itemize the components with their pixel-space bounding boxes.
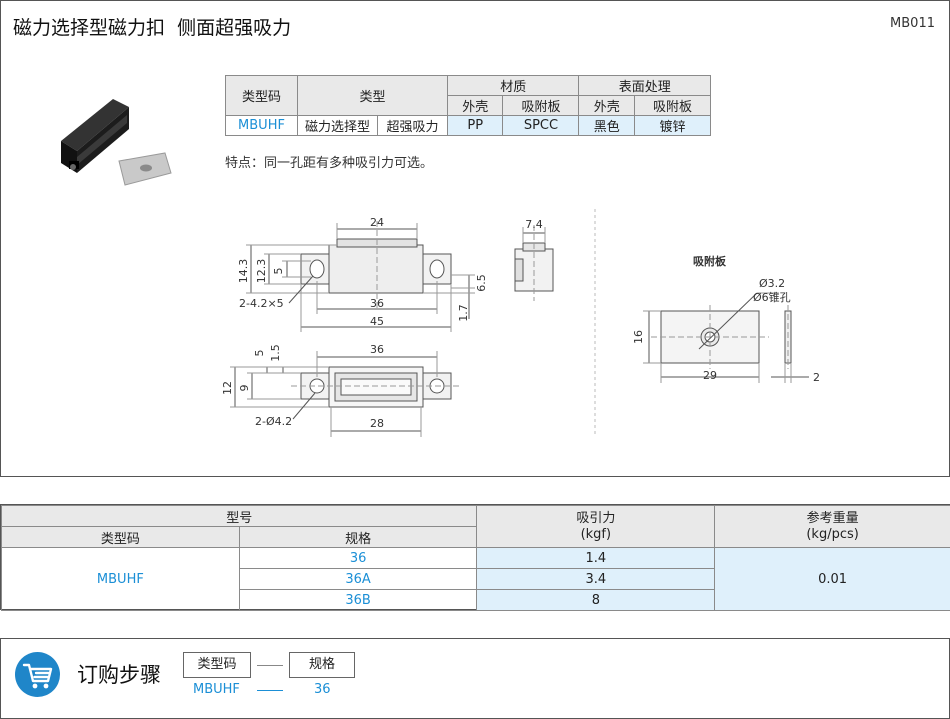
sel-spec-cell[interactable]: 36A (238, 568, 478, 590)
spec-sub-header: 外壳 (578, 95, 635, 116)
sel-weight-label: 参考重量 (806, 510, 859, 526)
plate-title: 吸附板 (693, 254, 727, 268)
dim-hole-top: 2-4.2×5 (239, 297, 284, 310)
dim-14-3: 14.3 (237, 259, 250, 284)
spec-header-code: 类型码 (225, 75, 298, 116)
product-code: MB011 (890, 16, 935, 31)
dim-12: 12 (221, 381, 234, 395)
dim-1-5: 1.5 (269, 344, 282, 362)
sel-force-cell: 1.4 (476, 547, 716, 569)
order-title: 订购步骤 (77, 663, 161, 687)
spec-material-cell: PP (446, 115, 504, 136)
sel-force-label: 吸引力 (576, 510, 616, 526)
spec-sub-header: 吸附板 (633, 95, 712, 116)
sel-weight-cell: 0.01 (714, 547, 950, 611)
sel-header-model: 型号 (0, 505, 478, 527)
spec-material-cell: SPCC (502, 115, 580, 136)
product-image (61, 99, 172, 186)
sel-header-spec: 规格 (238, 526, 478, 548)
sel-force-cell: 8 (476, 589, 716, 611)
spec-sub-header: 吸附板 (502, 95, 580, 116)
spec-surface-cell: 镀锌 (633, 115, 712, 136)
dim-36-bottom: 36 (370, 343, 384, 356)
sel-header-code: 类型码 (1, 526, 240, 548)
sel-force-cell: 3.4 (476, 568, 716, 590)
spec-header-type: 类型 (297, 75, 448, 116)
order-step-spec: 规格 (289, 652, 355, 678)
order-panel: 订购步骤 类型码 规格 MBUHF 36 (0, 638, 950, 719)
sel-spec-cell[interactable]: 36B (238, 589, 478, 611)
spec-surface-cell: 黑色 (578, 115, 635, 136)
sel-spec-cell[interactable]: 36 (238, 547, 478, 569)
dim-28: 28 (370, 417, 384, 430)
order-example-separator (257, 690, 283, 691)
dim-3-2: Ø3.2 (759, 277, 785, 290)
sel-code-cell: MBUHF (1, 547, 240, 611)
order-step-code: 类型码 (183, 652, 251, 678)
page-title: 磁力选择型磁力扣 侧面超强吸力 (13, 17, 292, 39)
selection-table: 型号 吸引力 (kgf) 参考重量 (kg/pcs) 类型码 规格 MBUHF … (0, 505, 950, 611)
spec-sub-header: 外壳 (446, 95, 504, 116)
dim-5-bottom: 5 (253, 350, 266, 357)
selection-panel: 型号 吸引力 (kgf) 参考重量 (kg/pcs) 类型码 规格 MBUHF … (0, 504, 950, 611)
dim-45: 45 (370, 315, 384, 328)
spec-type-cell: 超强吸力 (377, 115, 448, 136)
dim-2: 2 (813, 371, 820, 384)
sel-weight-unit: (kg/pcs) (806, 526, 859, 542)
product-panel: 磁力选择型磁力扣 侧面超强吸力 MB011 类型码 类型 材质 表面处理 外壳 … (0, 0, 950, 477)
spec-header-material: 材质 (446, 75, 580, 96)
dim-6-cone: Ø6锥孔 (753, 291, 791, 304)
feature-note: 特点：同一孔距有多种吸引力可选。 (225, 156, 434, 171)
dim-hole-bottom: 2-Ø4.2 (255, 415, 292, 428)
order-step-separator (257, 665, 283, 666)
dim-29: 29 (703, 369, 717, 382)
dim-6-5: 6.5 (475, 274, 488, 292)
sel-header-force: 吸引力 (kgf) (476, 505, 716, 548)
cart-icon (15, 652, 60, 697)
dim-7-4: 7.4 (525, 218, 543, 231)
dim-5: 5 (272, 268, 285, 275)
order-example-code: MBUHF (193, 682, 240, 697)
top-view-body (328, 244, 424, 294)
order-example-spec: 36 (314, 682, 331, 697)
sel-force-unit: (kgf) (580, 526, 612, 542)
technical-drawing: 24 14.3 12.3 5 2-4.2×5 36 45 6.5 1.7 7.4… (221, 209, 820, 437)
spec-code-cell: MBUHF (225, 115, 298, 136)
dim-36: 36 (370, 297, 384, 310)
dim-9: 9 (238, 385, 251, 392)
spec-table: 类型码 类型 材质 表面处理 外壳 吸附板 外壳 吸附板 MBUHF 磁力选择型… (225, 75, 712, 136)
dim-12-3: 12.3 (255, 259, 268, 284)
sel-header-weight: 参考重量 (kg/pcs) (714, 505, 950, 548)
dim-24: 24 (370, 216, 384, 229)
spec-header-surface: 表面处理 (578, 75, 711, 96)
dim-16: 16 (632, 330, 645, 344)
dim-1-7: 1.7 (457, 304, 470, 322)
spec-type-cell: 磁力选择型 (297, 115, 378, 136)
